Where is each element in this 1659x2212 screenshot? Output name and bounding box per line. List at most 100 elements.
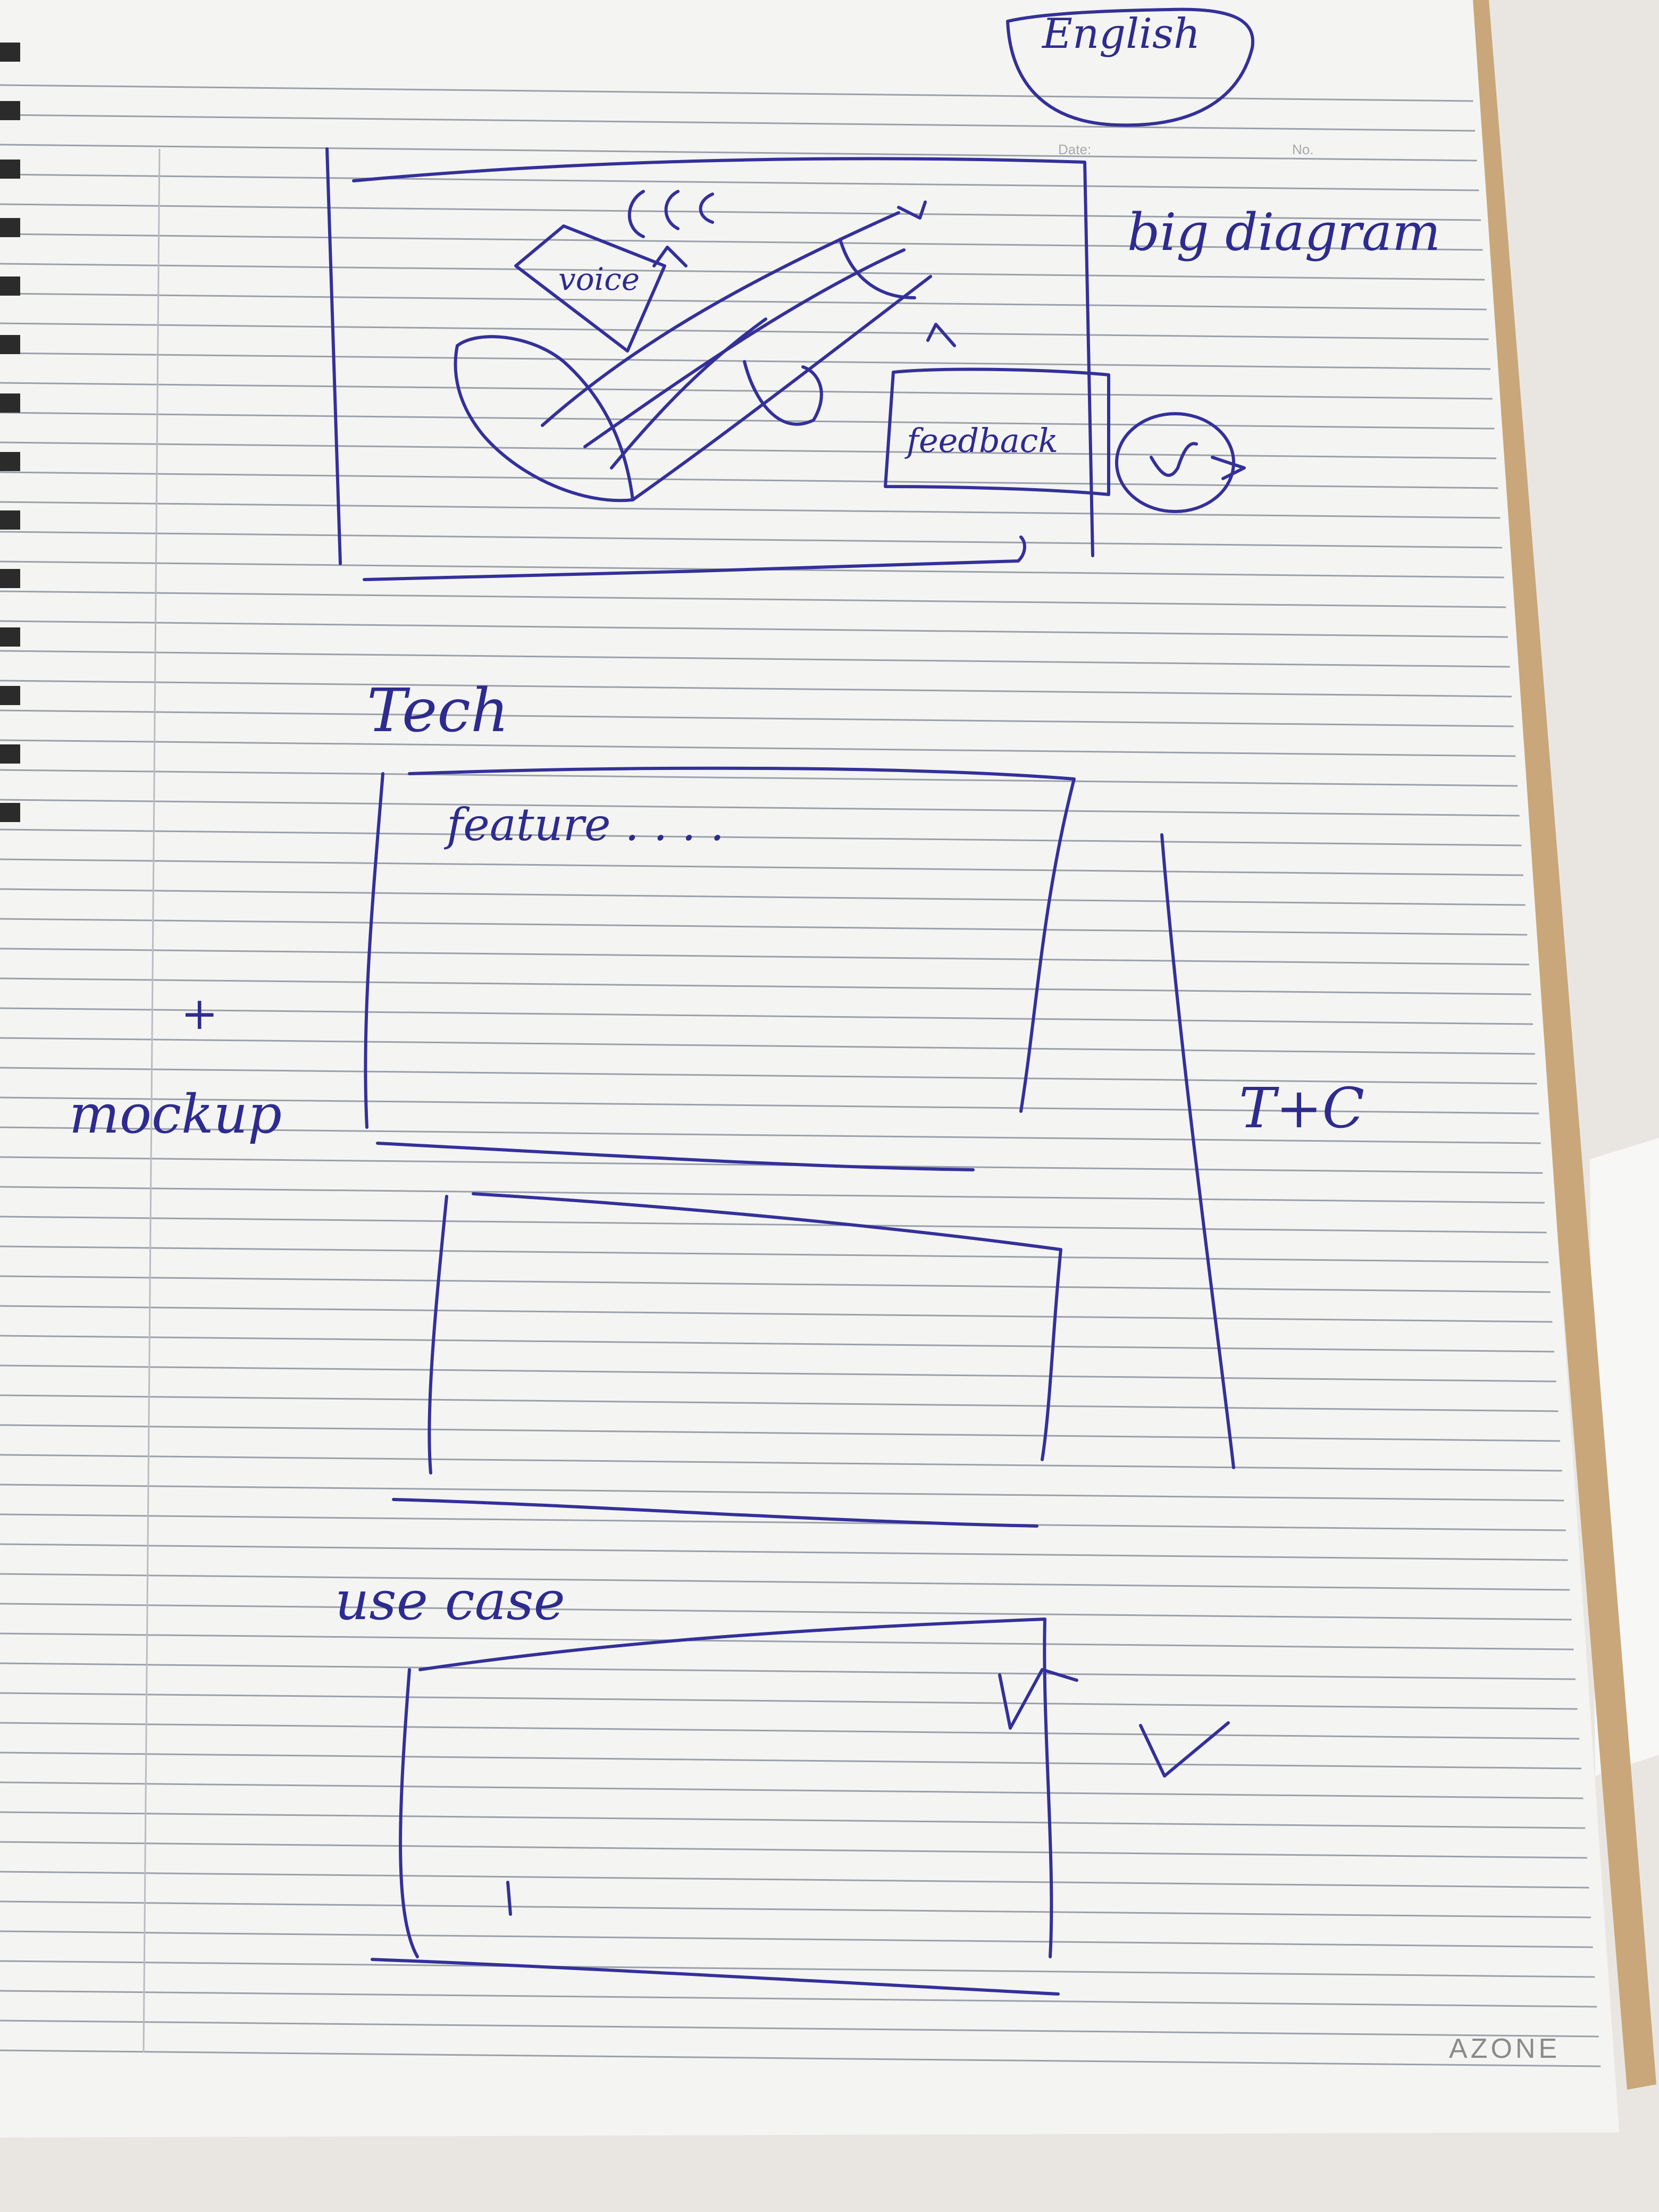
ruled-line <box>0 382 1493 400</box>
ruled-line <box>0 1245 1549 1263</box>
spiral-hole <box>0 452 20 471</box>
ruled-line <box>0 948 1529 966</box>
ruled-line <box>0 1900 1591 1918</box>
ruled-line <box>0 233 1483 251</box>
diagram-frame-right <box>1083 161 1094 557</box>
ruled-line <box>0 1067 1537 1085</box>
ruled-line <box>0 1513 1566 1531</box>
ruled-line <box>0 1752 1581 1770</box>
ruled-line <box>0 1722 1580 1740</box>
voice-label: voice <box>558 261 640 297</box>
feature-box-left <box>364 772 384 1129</box>
ruled-line <box>0 2049 1601 2067</box>
ruled-line <box>0 1841 1587 1859</box>
ruled-line <box>0 739 1516 757</box>
spiral-hole <box>0 160 20 179</box>
use-case-play-mark <box>1139 1721 1230 1778</box>
use-case-box-bottom <box>371 1958 1060 1996</box>
ruled-line <box>0 1186 1545 1204</box>
ruled-line <box>0 888 1526 906</box>
tc-label: T+C <box>1239 1076 1364 1141</box>
scribble-loop <box>743 360 823 426</box>
ruled-line <box>0 1454 1562 1472</box>
scribble-stroke-2 <box>583 248 906 448</box>
ruled-line <box>0 501 1501 519</box>
ruled-line <box>0 173 1479 191</box>
use-case-heading: use case <box>335 1570 565 1632</box>
diagram-frame-bottom <box>363 535 1026 581</box>
ruled-line <box>0 858 1523 876</box>
ruled-line <box>0 769 1518 787</box>
use-case-tick <box>506 1881 512 1916</box>
ruled-line <box>0 680 1512 698</box>
ruled-line <box>0 620 1508 638</box>
arrow-head-top <box>897 200 927 220</box>
voice-diamond <box>514 224 666 353</box>
ruled-line <box>0 1811 1586 1829</box>
play-triangle-icon <box>926 323 956 347</box>
ruled-line <box>0 590 1506 608</box>
spiral-hole <box>0 101 20 120</box>
second-box-left <box>428 1195 448 1474</box>
ruled-line <box>0 1662 1576 1680</box>
use-case-check-mark <box>998 1668 1078 1730</box>
ruled-line <box>0 650 1510 668</box>
ruled-line <box>0 1275 1551 1293</box>
ruled-line <box>0 918 1528 936</box>
feature-box-bottom <box>376 1142 975 1171</box>
ruled-line <box>0 1007 1534 1025</box>
ruled-line <box>0 1781 1583 1799</box>
feature-box-top <box>408 766 1076 781</box>
second-box-top <box>472 1192 1062 1251</box>
ruled-line <box>0 1305 1553 1323</box>
feedback-box <box>884 367 1110 496</box>
ruled-line <box>0 1216 1547 1234</box>
tc-bracket-line <box>1160 833 1235 1469</box>
ruled-line <box>0 263 1485 281</box>
spiral-hole <box>0 686 20 705</box>
ruled-line <box>0 322 1489 340</box>
spiral-hole <box>0 744 20 764</box>
spiral-hole <box>0 510 20 530</box>
ruled-line <box>0 114 1476 132</box>
date-label: Date: <box>1058 141 1091 157</box>
spiral-hole <box>0 569 20 588</box>
feature-text: feature . . . . <box>443 799 724 851</box>
second-box-right <box>1041 1248 1062 1461</box>
use-case-box-top <box>418 1618 1046 1671</box>
ruled-line <box>0 84 1473 102</box>
ruled-line <box>0 977 1531 995</box>
feedback-label: feedback <box>904 421 1058 460</box>
diagram-title: big diagram <box>1127 203 1440 262</box>
margin-line <box>143 148 161 2053</box>
brand-logo: AZONE <box>1449 2033 1560 2064</box>
feature-box-right <box>1019 777 1076 1113</box>
check-circle-icon <box>1115 412 1246 513</box>
ruled-line <box>0 1960 1595 1978</box>
notebook-page <box>0 0 1619 2138</box>
scribble-stroke-3 <box>631 275 932 501</box>
spiral-hole <box>0 43 20 62</box>
scribble-stroke-1 <box>541 211 900 427</box>
scribble-curve <box>839 238 916 299</box>
plus-mark: + <box>181 987 218 1040</box>
ruled-line <box>0 799 1520 817</box>
scribble-stroke-4 <box>610 317 767 470</box>
ruled-line <box>0 471 1498 489</box>
ruled-line <box>0 292 1487 311</box>
ruled-lines <box>0 84 1601 2067</box>
ruled-line <box>0 1871 1589 1889</box>
use-case-box-right <box>1043 1618 1053 1958</box>
ruled-line <box>0 1126 1541 1144</box>
mockup-label: mockup <box>69 1083 282 1145</box>
ruled-line <box>0 1096 1539 1115</box>
ruled-line <box>0 203 1481 221</box>
spiral-binding <box>0 43 20 822</box>
ruled-line <box>0 1037 1535 1055</box>
ruled-line <box>0 1990 1597 2008</box>
ruled-line <box>0 2020 1599 2038</box>
spiral-hole <box>0 276 20 296</box>
spiral-hole <box>0 627 20 647</box>
voice-arrow <box>652 246 688 267</box>
